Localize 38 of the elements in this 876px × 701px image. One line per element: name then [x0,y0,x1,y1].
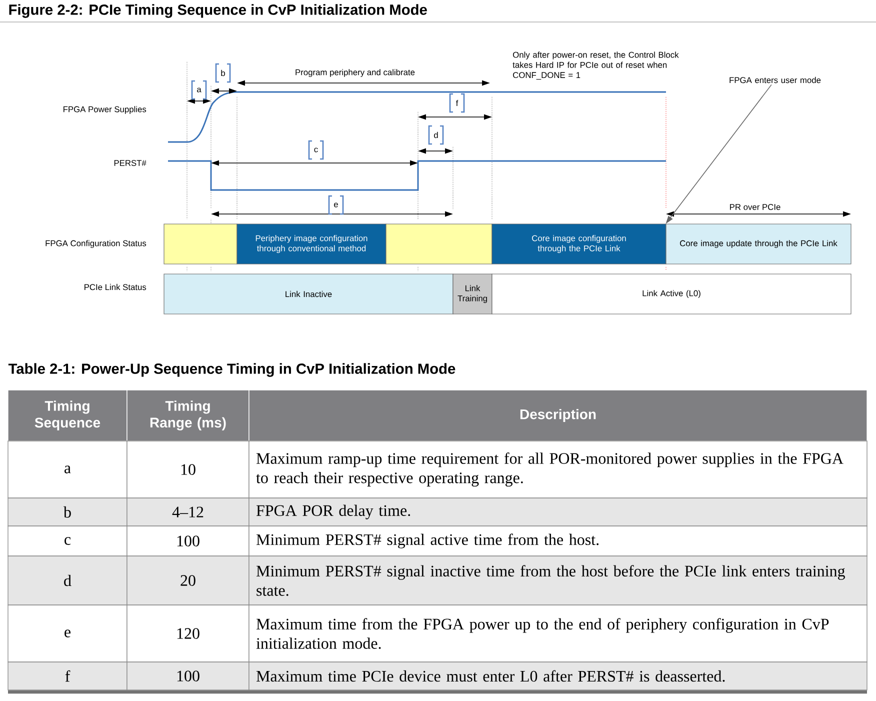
annotation-text: FPGA enters user mode [730,76,821,84]
table-cell: a [8,440,128,498]
callout-letter: d [428,125,444,145]
row-label: FPGA Configuration Status [46,240,146,248]
table-cell: 100 [126,662,250,690]
signal-name: FPGA Power Supplies [64,106,146,114]
note-text: Only after power-on reset, the Control Block takes Hard IP for PCIe out of reset when CONF_DONE = 1 [512,52,679,80]
table-cell: c [8,526,128,556]
table-cell: e [8,604,128,662]
table-cell: d [8,556,128,606]
status-segment: Core image configuration through the PCIe Link [492,224,666,264]
table-cell: 100 [126,526,250,556]
table-cell: 10 [126,440,250,498]
table-cell: 120 [126,604,250,662]
status-segment [164,224,238,264]
status-segment: Core image update through the PCIe Link [666,224,852,264]
callout-letter: b [215,63,231,83]
status-segment: Periphery image configuration through conventional method [236,224,386,264]
table-cell: f [8,662,128,690]
callout-letter: a [191,80,207,100]
table-cell: 4–12 [126,498,250,526]
callout-letter: f [449,93,465,113]
table-cell: 20 [126,556,250,606]
header-cell: Timing Range (ms) [126,390,250,442]
dimension-label: PR over PCIe [730,204,780,210]
status-segment: Link Active (L0) [492,274,852,314]
status-segment: Link Training [452,274,492,314]
table-title: Table 2-1: Power-Up Sequence Timing in CvP Initialization Mode [8,363,456,377]
figure-title: Figure 2-2: PCIe Timing Sequence in CvP Initialization Mode [9,4,427,18]
status-segment [386,224,492,264]
callout-letter: e [328,195,344,215]
row-label: PCIe Link Status [84,284,146,290]
dimension-label: Program periphery and calibrate [296,69,415,77]
signal-name: PERST# [114,160,146,166]
table-cell: b [8,498,128,526]
callout-letter: c [308,140,324,160]
header-cell: Timing Sequence [8,390,128,442]
status-segment: Link Inactive [164,274,454,314]
